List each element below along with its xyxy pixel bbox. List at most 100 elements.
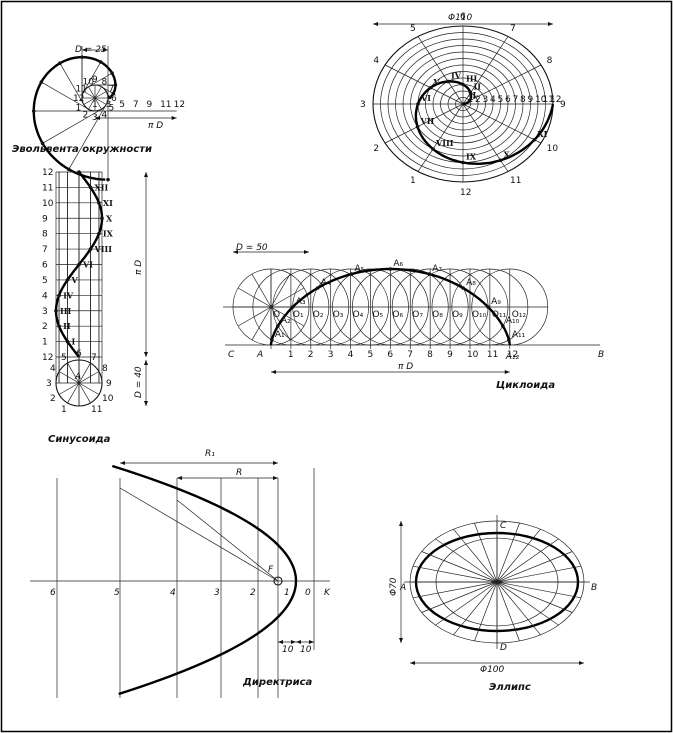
spiral-point-label: II — [474, 82, 482, 92]
ellipse-spoke — [496, 581, 559, 626]
parabola-caption: Директриса — [242, 677, 313, 688]
ray-label: 7 — [510, 24, 516, 34]
dimension-arrow — [144, 352, 148, 357]
spiral-point-label: III — [466, 74, 477, 84]
cycloid-point-label: A₇ — [432, 264, 442, 274]
sinusoid-point — [97, 201, 101, 205]
sinusoid-point — [100, 216, 104, 221]
parabola-dim-r1: R₁ — [205, 449, 215, 459]
dimension-arrow — [309, 640, 314, 644]
circle-label: 11 — [91, 405, 102, 415]
circle-spoke — [270, 273, 291, 308]
circle-label: 5 — [61, 353, 67, 363]
involute-caption: Эвольвента окружности — [12, 144, 152, 155]
axis-label: K — [324, 588, 331, 598]
axis-label: 3 — [214, 588, 220, 598]
spiral-point — [431, 147, 435, 151]
circle-label: 8 — [102, 364, 108, 374]
dimension-arrow — [399, 638, 403, 643]
ray-label: 1 — [410, 176, 416, 186]
involute-point — [106, 177, 110, 182]
base-label: 4 — [348, 350, 354, 360]
axis-label: 5 — [114, 588, 120, 598]
ellipse-spoke — [412, 581, 498, 599]
focus-marker — [273, 576, 283, 586]
spiral-point — [532, 137, 537, 142]
parabola-dim-10a: 10 — [282, 645, 294, 655]
ellipse-label-c: C — [500, 521, 507, 531]
ellipse-spoke — [496, 581, 520, 642]
center-label: O₅ — [372, 310, 383, 320]
base-label: 1 — [288, 350, 294, 360]
pi-d-tick-label: 7 — [133, 100, 139, 110]
dimension-arrow — [177, 476, 182, 480]
cycloid-point — [507, 338, 511, 342]
spiral-point-label: VII — [420, 116, 435, 126]
involute-point — [40, 141, 45, 146]
center-label: O₆ — [392, 310, 403, 320]
spiral-point — [416, 102, 420, 106]
circle-spoke — [83, 97, 96, 105]
involute-point — [111, 91, 116, 96]
point-c-label: C — [228, 350, 235, 360]
cycloid-point — [427, 272, 432, 276]
radial-division-label: 11 — [543, 95, 554, 105]
base-label: 8 — [427, 350, 433, 360]
cycloid-dim-pid: π D — [398, 362, 413, 372]
spiral-point-label: IV — [451, 70, 462, 80]
center-label: O₉ — [452, 310, 463, 320]
base-label: 6 — [387, 350, 393, 360]
dimension-arrow — [579, 661, 584, 665]
spiral-ray — [384, 103, 464, 144]
spiral-ray — [417, 36, 464, 105]
circle-label: 2 — [50, 394, 56, 404]
division-label: 8 — [42, 230, 48, 240]
radial-division-label: 8 — [520, 95, 526, 105]
dimension-arrow — [82, 48, 87, 52]
circle-label: 4 — [50, 364, 56, 374]
radial-division-label: 10 — [535, 95, 547, 105]
sinusoid-figure: Синусоида π D D = 40 12111098765432112II… — [42, 168, 148, 445]
cycloid-point — [349, 272, 354, 276]
base-label: 9 — [447, 350, 453, 360]
division-label: 9 — [42, 214, 48, 224]
tangent-line — [101, 86, 114, 94]
spiral-ray — [417, 103, 464, 172]
circle-spoke — [78, 382, 100, 395]
division-label: 4 — [42, 291, 48, 301]
spiral-point — [461, 82, 465, 87]
dimension-arrow — [144, 360, 148, 365]
spiral-point-label: IX — [466, 152, 477, 162]
dimension-arrow — [291, 640, 296, 644]
cycloid-point-label: A₉ — [491, 297, 501, 307]
sinusoid-point-label: XII — [95, 182, 109, 192]
radial-division-label: 12 — [550, 95, 561, 105]
spiral-point-label: XI — [537, 129, 547, 139]
involute-point — [110, 71, 114, 75]
ray-label: 10 — [547, 144, 559, 154]
ellipse-spoke — [435, 581, 498, 626]
division-label: 6 — [42, 261, 48, 271]
circle-spoke — [237, 306, 272, 327]
circle-spoke — [67, 362, 80, 384]
sinusoid-point — [65, 278, 70, 282]
sinusoid-point-label: IV — [63, 290, 74, 300]
pi-d-tick-label: 1 — [92, 100, 98, 110]
base-label: 11 — [487, 350, 498, 360]
involute-point — [107, 95, 112, 100]
ray-label: 9 — [560, 100, 566, 110]
division-label: 2 — [42, 322, 48, 332]
sinusoid-point-label: VIII — [94, 244, 113, 254]
circle-spoke — [78, 382, 91, 404]
circle-spoke — [94, 97, 102, 110]
involute-dim-pid: π D — [148, 121, 163, 131]
parabola-curve — [111, 464, 298, 696]
ellipse-spoke — [496, 565, 582, 583]
circle-spoke — [88, 97, 96, 110]
ellipse-spoke — [496, 522, 520, 583]
ellipse-spoke — [453, 581, 498, 636]
spiral-point-label: X — [504, 149, 511, 159]
ray-label: 3 — [360, 100, 366, 110]
circle-label: 10 — [102, 394, 114, 404]
